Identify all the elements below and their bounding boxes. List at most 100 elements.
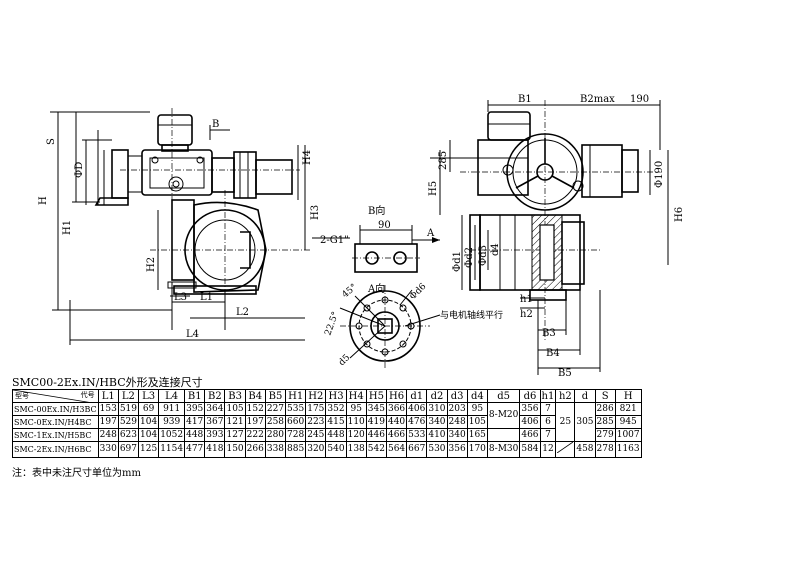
corner-code-label: 代号 [80, 391, 95, 399]
row-model: SMC-2Ex.IN/H6BC [12, 441, 99, 458]
cell: 152 [244, 402, 266, 416]
cell: 911 [158, 402, 186, 416]
table-row: SMC-2Ex.IN/H6BC 330 697 125 1154 477 418… [12, 441, 642, 458]
cell-H: 1007 [614, 428, 642, 442]
cell: 170 [466, 441, 488, 458]
row-model: SMC-00Ex.IN/H3BC [12, 402, 99, 416]
cell-d6: 466 [519, 428, 541, 442]
side-B2: B2max [580, 94, 615, 105]
col-header: B2 [204, 389, 226, 403]
col-header: H4 [345, 389, 367, 403]
side-285: 285 [438, 151, 449, 170]
cell: 338 [264, 441, 287, 458]
cell: 95 [466, 402, 488, 416]
cell: 667 [406, 441, 428, 458]
cell: 203 [446, 402, 468, 416]
a-view-d5: d5 [337, 353, 352, 368]
side-d4: d4 [490, 243, 501, 256]
cell: 127 [224, 428, 246, 442]
cell: 446 [365, 428, 387, 442]
table-header-row: 型号 代号 L1 L2 L3 L4 B1 B2 B3 B4 B5 H1 H2 H… [12, 389, 642, 403]
cell: 245 [305, 428, 327, 442]
cell: 266 [244, 441, 266, 458]
cell: 104 [138, 415, 160, 429]
label-L4: L4 [186, 329, 199, 340]
col-header: d1 [406, 389, 428, 403]
side-d3: Φd3 [478, 245, 489, 266]
side-view: B1 B2max 190 Φ190 H5 285 H6 Φd1 Φd2 Φd3 … [428, 94, 685, 379]
side-h2: h2 [520, 309, 533, 320]
col-header: B5 [264, 389, 287, 403]
cell-H: 1163 [614, 441, 642, 458]
cell-S: 278 [594, 441, 616, 458]
cell: 352 [325, 402, 347, 416]
cell: 540 [325, 441, 347, 458]
cell: 197 [97, 415, 119, 429]
cell: 535 [285, 402, 307, 416]
cell: 533 [406, 428, 428, 442]
col-header: B3 [224, 389, 246, 403]
col-header: d2 [426, 389, 448, 403]
col-header: d5 [486, 389, 521, 403]
cell: 165 [466, 428, 488, 442]
cell: 418 [204, 441, 226, 458]
cell: 728 [285, 428, 307, 442]
cell: 415 [325, 415, 347, 429]
cell: 1154 [158, 441, 186, 458]
col-header: d [574, 389, 596, 403]
dimension-table: 型号 代号 L1 L2 L3 L4 B1 B2 B3 B4 B5 H1 H2 H… [12, 389, 642, 458]
cell: 1052 [158, 428, 186, 442]
cell: 519 [117, 402, 140, 416]
cell: 345 [365, 402, 387, 416]
cell: 366 [385, 402, 408, 416]
table-row: SMC-00Ex.IN/H3BC 153 519 69 911 395 364 … [12, 402, 642, 442]
cell: 153 [97, 402, 119, 416]
cell-d6: 356 [519, 402, 541, 416]
col-header: H6 [385, 389, 408, 403]
label-arrow-A: A [426, 228, 435, 239]
cell-d6: 584 [519, 441, 541, 458]
cell: 530 [426, 441, 448, 458]
cell: 340 [446, 428, 468, 442]
cell-d5: 8-M20 [486, 402, 521, 429]
cell: 419 [365, 415, 387, 429]
col-header: d4 [466, 389, 488, 403]
cell: 440 [385, 415, 408, 429]
label-L3: L3 [174, 292, 187, 303]
b-view: B向 90 [352, 204, 420, 273]
cell-d5-empty [486, 428, 521, 442]
cell: 110 [345, 415, 367, 429]
cell: 417 [184, 415, 206, 429]
cell-h2: 25 [555, 402, 576, 442]
cell: 542 [365, 441, 387, 458]
cell: 105 [224, 402, 246, 416]
cell: 393 [204, 428, 226, 442]
corner-model-label: 型号 [15, 392, 29, 400]
cell: 121 [224, 415, 246, 429]
cell: 564 [385, 441, 408, 458]
cell-h2-slash [555, 441, 576, 458]
a-view-d6: Φd6 [408, 282, 429, 303]
cell: 697 [117, 441, 140, 458]
cell-S: 279 [594, 428, 616, 442]
cell: 660 [285, 415, 307, 429]
cell-h1: 7 [539, 428, 557, 442]
col-header: L2 [117, 389, 140, 403]
cell: 125 [138, 441, 160, 458]
cell: 885 [285, 441, 307, 458]
col-header: h1 [539, 389, 557, 403]
cell: 466 [385, 428, 408, 442]
label-H4: H4 [302, 150, 313, 165]
label-D: ΦD [74, 162, 85, 178]
col-header: d3 [446, 389, 468, 403]
cell: 330 [97, 441, 119, 458]
col-header: H1 [285, 389, 307, 403]
col-header: H2 [305, 389, 327, 403]
cell: 395 [184, 402, 206, 416]
a-view-22-5: 22.5° [323, 311, 341, 337]
table-row: SMC-1Ex.IN/H5BC 248 623 104 1052 448 393… [12, 428, 642, 442]
side-B1: B1 [518, 94, 532, 105]
cell: 410 [426, 428, 448, 442]
cell-d: 458 [574, 441, 596, 458]
cell-H: 945 [614, 415, 642, 429]
